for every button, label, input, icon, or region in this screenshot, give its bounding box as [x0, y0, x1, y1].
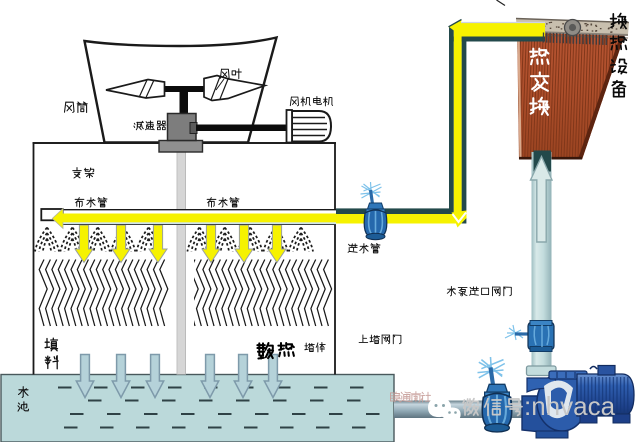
svg-text::nhvaca: :nhvaca [524, 391, 616, 421]
